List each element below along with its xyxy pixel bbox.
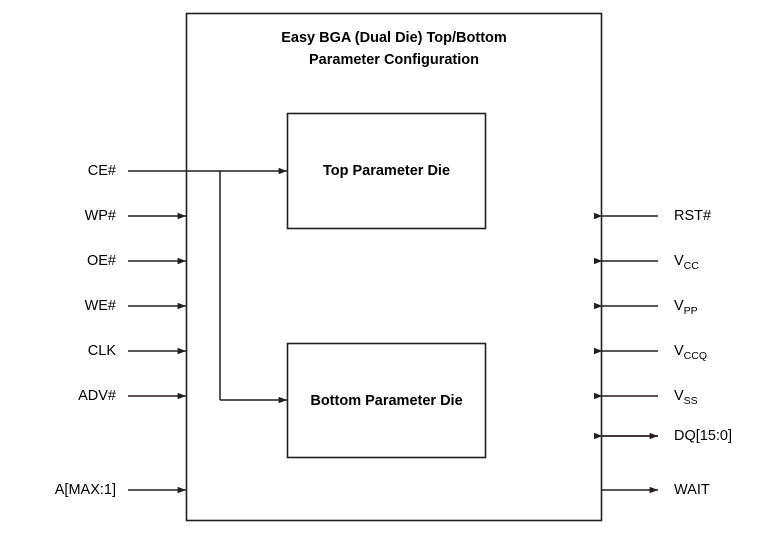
signal-label-base: V (674, 342, 684, 359)
signal-label-adv: ADV# (78, 387, 116, 404)
ce-internal-routing (219, 167, 288, 404)
left-signal-lines (128, 170, 220, 494)
right-signal-lines (594, 212, 659, 494)
signal-label-vccq: VCCQ (674, 342, 708, 362)
signal-label-wait: WAIT (674, 481, 710, 498)
package-title-line-1: Easy BGA (Dual Die) Top/Bottom (281, 30, 507, 46)
signal-label-subscript: PP (683, 304, 698, 317)
signal-label-base: V (674, 252, 684, 269)
signal-label-clk: CLK (87, 342, 116, 359)
signal-label-rst: RST# (674, 207, 712, 224)
signal-label-vss: VSS (674, 387, 698, 407)
signal-label-vpp: VPP (674, 297, 698, 317)
signal-label-address: A[MAX:1] (54, 481, 116, 498)
package-title: Easy BGA (Dual Die) Top/Bottom Parameter… (186, 28, 602, 72)
signal-label-base: V (674, 387, 684, 404)
signal-label-subscript: CC (683, 259, 699, 272)
top-parameter-die-label: Top Parameter Die (322, 163, 451, 179)
signal-label-wp: WP# (84, 207, 116, 224)
bottom-parameter-die-box (286, 342, 487, 459)
signal-label-subscript: SS (683, 394, 698, 407)
package-title-line-2: Parameter Configuration (309, 51, 479, 68)
signal-label-we: WE# (84, 297, 116, 314)
package-boundary (185, 12, 603, 522)
top-parameter-die-box (286, 112, 487, 230)
signal-label-base: V (674, 297, 684, 314)
signal-label-vcc: VCC (674, 252, 699, 272)
signal-label-subscript: CCQ (683, 349, 708, 362)
bottom-parameter-die-label: Bottom Parameter Die (310, 392, 463, 409)
signal-label-ce: CE# (87, 162, 116, 179)
signal-label-oe: OE# (86, 252, 116, 269)
signal-label-dq: DQ[15:0] (674, 427, 733, 444)
